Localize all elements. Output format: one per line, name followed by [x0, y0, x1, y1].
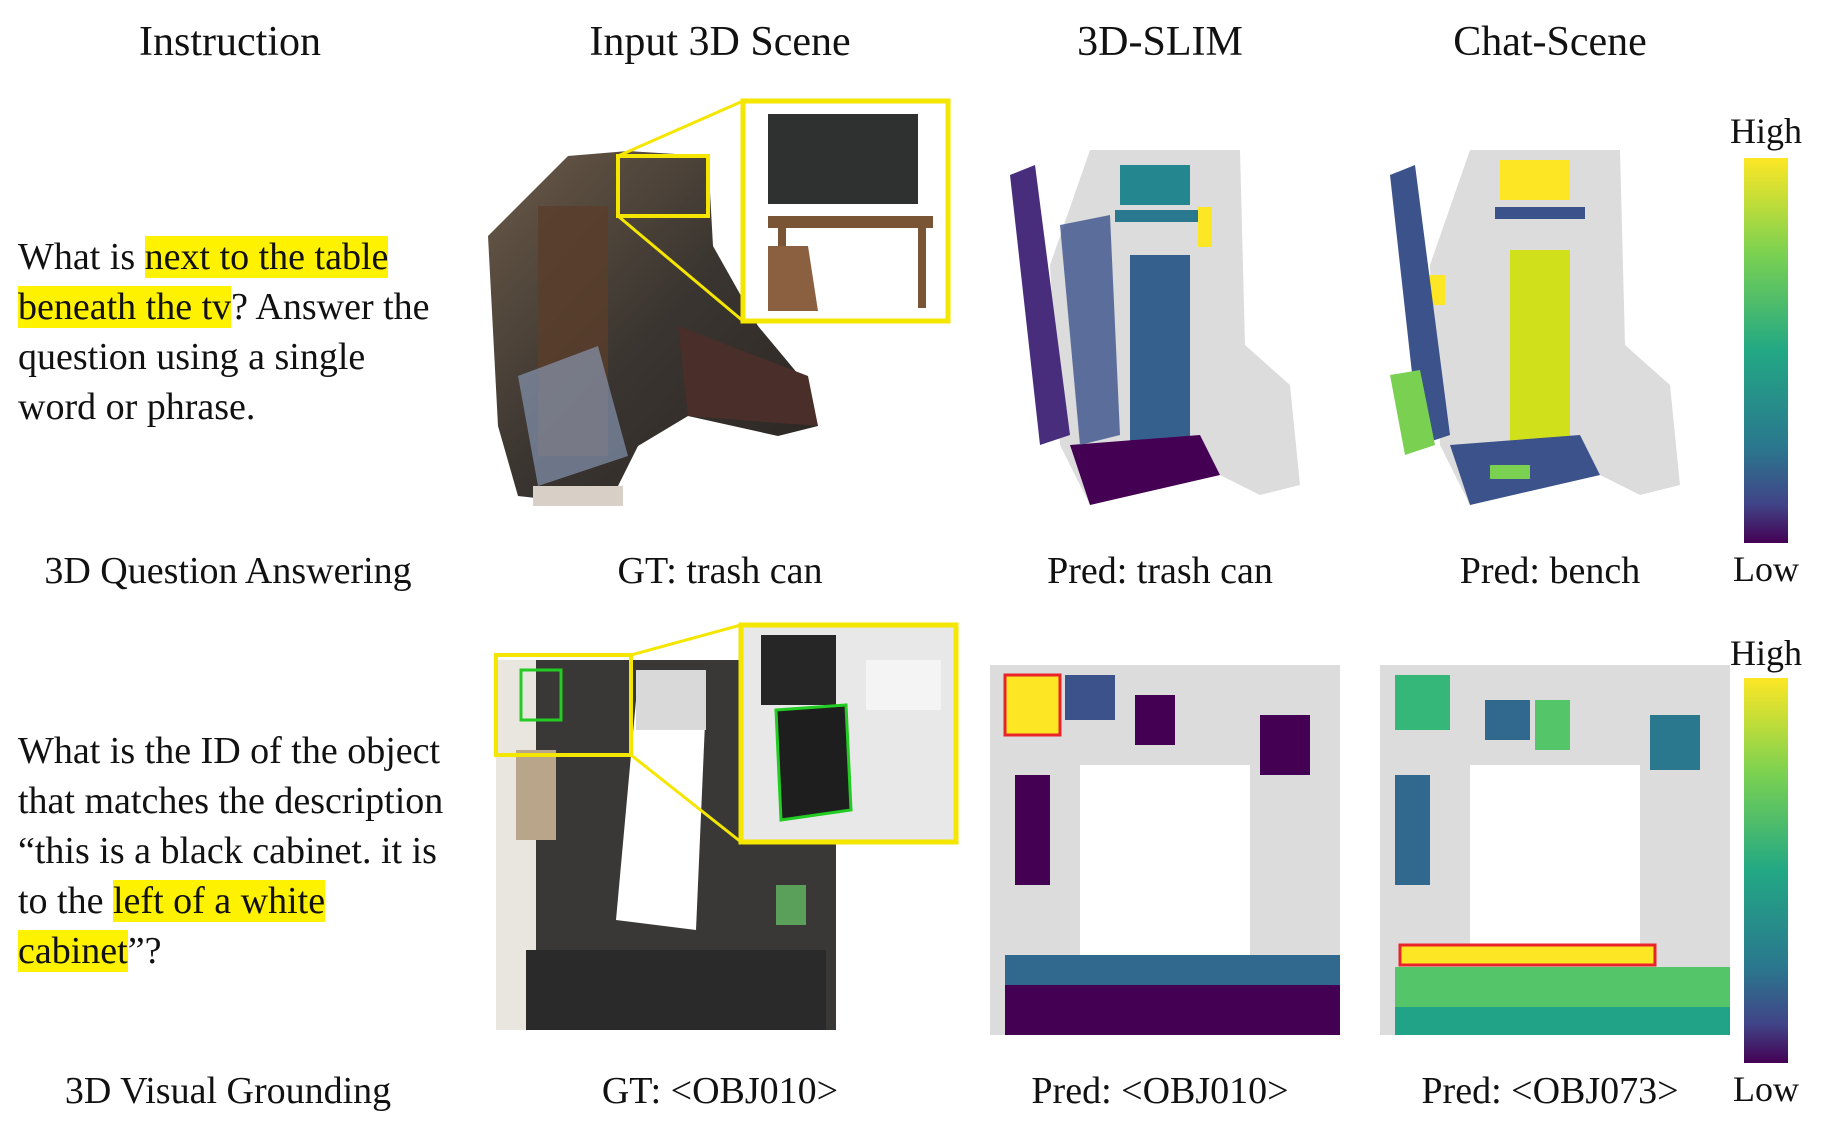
- pred-chat-row2: Pred: <OBJ073>: [1421, 1070, 1679, 1112]
- chair-bottom-green: [1490, 465, 1530, 479]
- white-cabinet-top: [636, 670, 706, 730]
- wall-left-attention: [1390, 165, 1450, 445]
- colorbar-row1: [1744, 158, 1788, 543]
- colorbar-row1-high: High: [1730, 111, 1802, 151]
- slim-attention-row2: [990, 665, 1340, 1035]
- colorbar-row2-gradient: [1744, 678, 1788, 1063]
- chair-in-inset: [768, 246, 818, 311]
- zoom-frame-small: [616, 154, 710, 218]
- chat-attention-row2: [1380, 665, 1730, 1035]
- desk-left-attention: [1395, 775, 1430, 885]
- empty-floor: [1080, 765, 1250, 965]
- pred-slim-row1: Pred: trash can: [1047, 550, 1273, 592]
- desk-bottom-attention: [1005, 955, 1340, 985]
- floor-patch: [678, 326, 818, 426]
- empty-floor: [1470, 765, 1640, 965]
- black-cabinet-gt-box: [774, 703, 853, 822]
- zoom-line-bottom: [630, 753, 742, 844]
- gt-box-small: [519, 668, 563, 722]
- header-3d-slim: 3D-SLIM: [1077, 19, 1243, 65]
- table-attention: [1115, 210, 1205, 222]
- desk-bottom-attention: [1395, 967, 1730, 1007]
- colorbar-row2: [1744, 678, 1788, 1063]
- colorbar-row1-gradient: [1744, 158, 1788, 543]
- white-cabinet-attention: [1535, 700, 1570, 750]
- zoom-line-top: [630, 623, 742, 657]
- zoom-line-bottom: [617, 214, 744, 323]
- table-attention: [1495, 207, 1585, 219]
- task-label-row1: 3D Question Answering: [44, 550, 412, 592]
- table-beneath-tv: [768, 216, 933, 228]
- zoom-line-top: [617, 99, 744, 158]
- gt-label-row2: GT: <OBJ010>: [601, 1070, 839, 1112]
- chairs-left-attention: [1060, 215, 1120, 445]
- black-cabinet-attention: [1395, 675, 1450, 730]
- wall-left-attention: [1010, 165, 1070, 445]
- pred-box-correct: [1003, 673, 1062, 737]
- chairs-row: [533, 486, 623, 506]
- instruction-row2-post: ”?: [127, 930, 162, 972]
- colorbar-row2-high: High: [1730, 633, 1802, 673]
- white-cabinet-attention: [1065, 675, 1115, 720]
- chair-right-attention: [1260, 715, 1310, 775]
- header-input-scene: Input 3D Scene: [589, 19, 851, 65]
- tv-screen: [768, 114, 918, 204]
- header-chat-scene: Chat-Scene: [1453, 19, 1647, 65]
- instruction-row2-pre: What is the ID of the object that matche…: [18, 730, 444, 922]
- chair-top-attention: [1135, 695, 1175, 745]
- header-instruction: Instruction: [139, 19, 321, 65]
- window-attention: [1390, 370, 1435, 455]
- pred-slim-row2: Pred: <OBJ010>: [1031, 1070, 1289, 1112]
- instruction-row1-pre: What is: [18, 236, 145, 278]
- tv-attention: [1500, 160, 1570, 200]
- chair-right-attention: [1650, 715, 1700, 770]
- zoom-frame-small: [494, 653, 633, 757]
- colorbar-row2-low: Low: [1733, 1069, 1799, 1109]
- desk-front-attention: [1005, 985, 1340, 1035]
- chairs-bottom-attention: [1070, 435, 1220, 505]
- chair-top-attention: [1485, 700, 1530, 740]
- input-scene-row2: [494, 622, 959, 1030]
- task-label-row2: 3D Visual Grounding: [64, 1070, 392, 1112]
- desk-left: [516, 750, 556, 840]
- window-light: [518, 346, 628, 486]
- trash-can-attention: [1198, 207, 1212, 247]
- slim-attention-row1: [1010, 150, 1300, 505]
- colorbar-row1-low: Low: [1733, 549, 1799, 589]
- chat-attention-row1: [1390, 150, 1680, 505]
- gt-label-row1: GT: trash can: [617, 550, 823, 592]
- desk-front-attention: [1395, 1007, 1730, 1035]
- white-cabinet-inset: [866, 660, 941, 710]
- cabinet-top-inset: [761, 635, 836, 705]
- table-leg-right: [918, 228, 926, 308]
- pred-chat-row1: Pred: bench: [1459, 550, 1641, 592]
- desk-left-attention: [1015, 775, 1050, 885]
- desk-bottom: [526, 950, 826, 1030]
- input-scene-row1: [488, 98, 951, 506]
- green-bin: [776, 885, 806, 925]
- instruction-row1: What is next to the table beneath the tv…: [18, 232, 448, 432]
- pred-box-wrong: [1398, 943, 1657, 967]
- white-floor-patch: [616, 700, 706, 930]
- tv-attention: [1120, 165, 1190, 205]
- instruction-row2: What is the ID of the object that matche…: [18, 726, 448, 976]
- instruction-row1-post: ? Answer the question using a single wor…: [18, 286, 430, 428]
